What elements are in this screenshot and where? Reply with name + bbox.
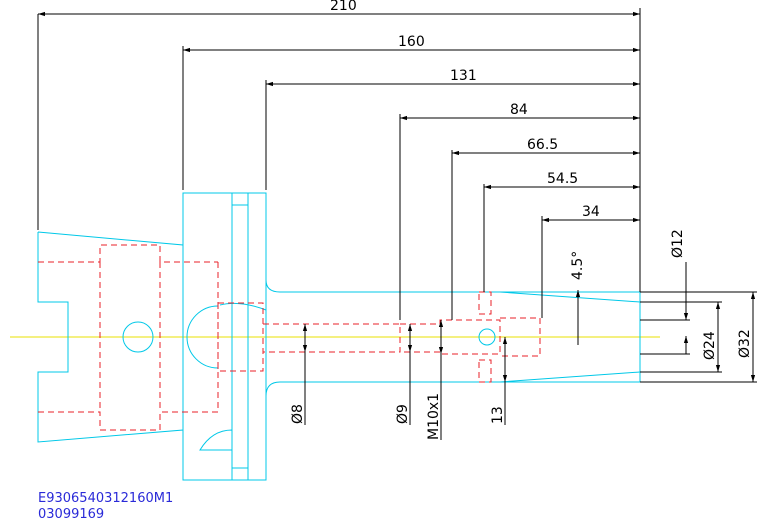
drawing-code: 03099169 <box>38 507 104 522</box>
dim-84: 84 <box>510 102 528 118</box>
dim-54-5: 54.5 <box>547 171 578 187</box>
diameter-dimensions <box>640 262 757 383</box>
dim-dia-24: Ø24 <box>702 331 718 360</box>
dim-dia-32: Ø32 <box>737 329 753 358</box>
length-dimensions <box>37 8 641 320</box>
dim-dia-9: Ø9 <box>395 404 411 424</box>
dim-160: 160 <box>398 34 425 50</box>
internal-dimensions <box>302 320 508 440</box>
part-number: E9306540312160M1 <box>38 491 173 506</box>
dim-131: 131 <box>450 68 477 84</box>
dim-210: 210 <box>330 0 357 14</box>
dim-13: 13 <box>490 406 506 424</box>
dim-dia-8: Ø8 <box>290 404 306 424</box>
dim-angle: 4.5° <box>570 251 586 280</box>
holder-outline <box>37 192 641 481</box>
dim-34: 34 <box>582 204 600 220</box>
dim-dia-12: Ø12 <box>670 229 686 258</box>
dim-66-5: 66.5 <box>527 137 558 153</box>
dim-m10x1: M10x1 <box>426 393 442 440</box>
